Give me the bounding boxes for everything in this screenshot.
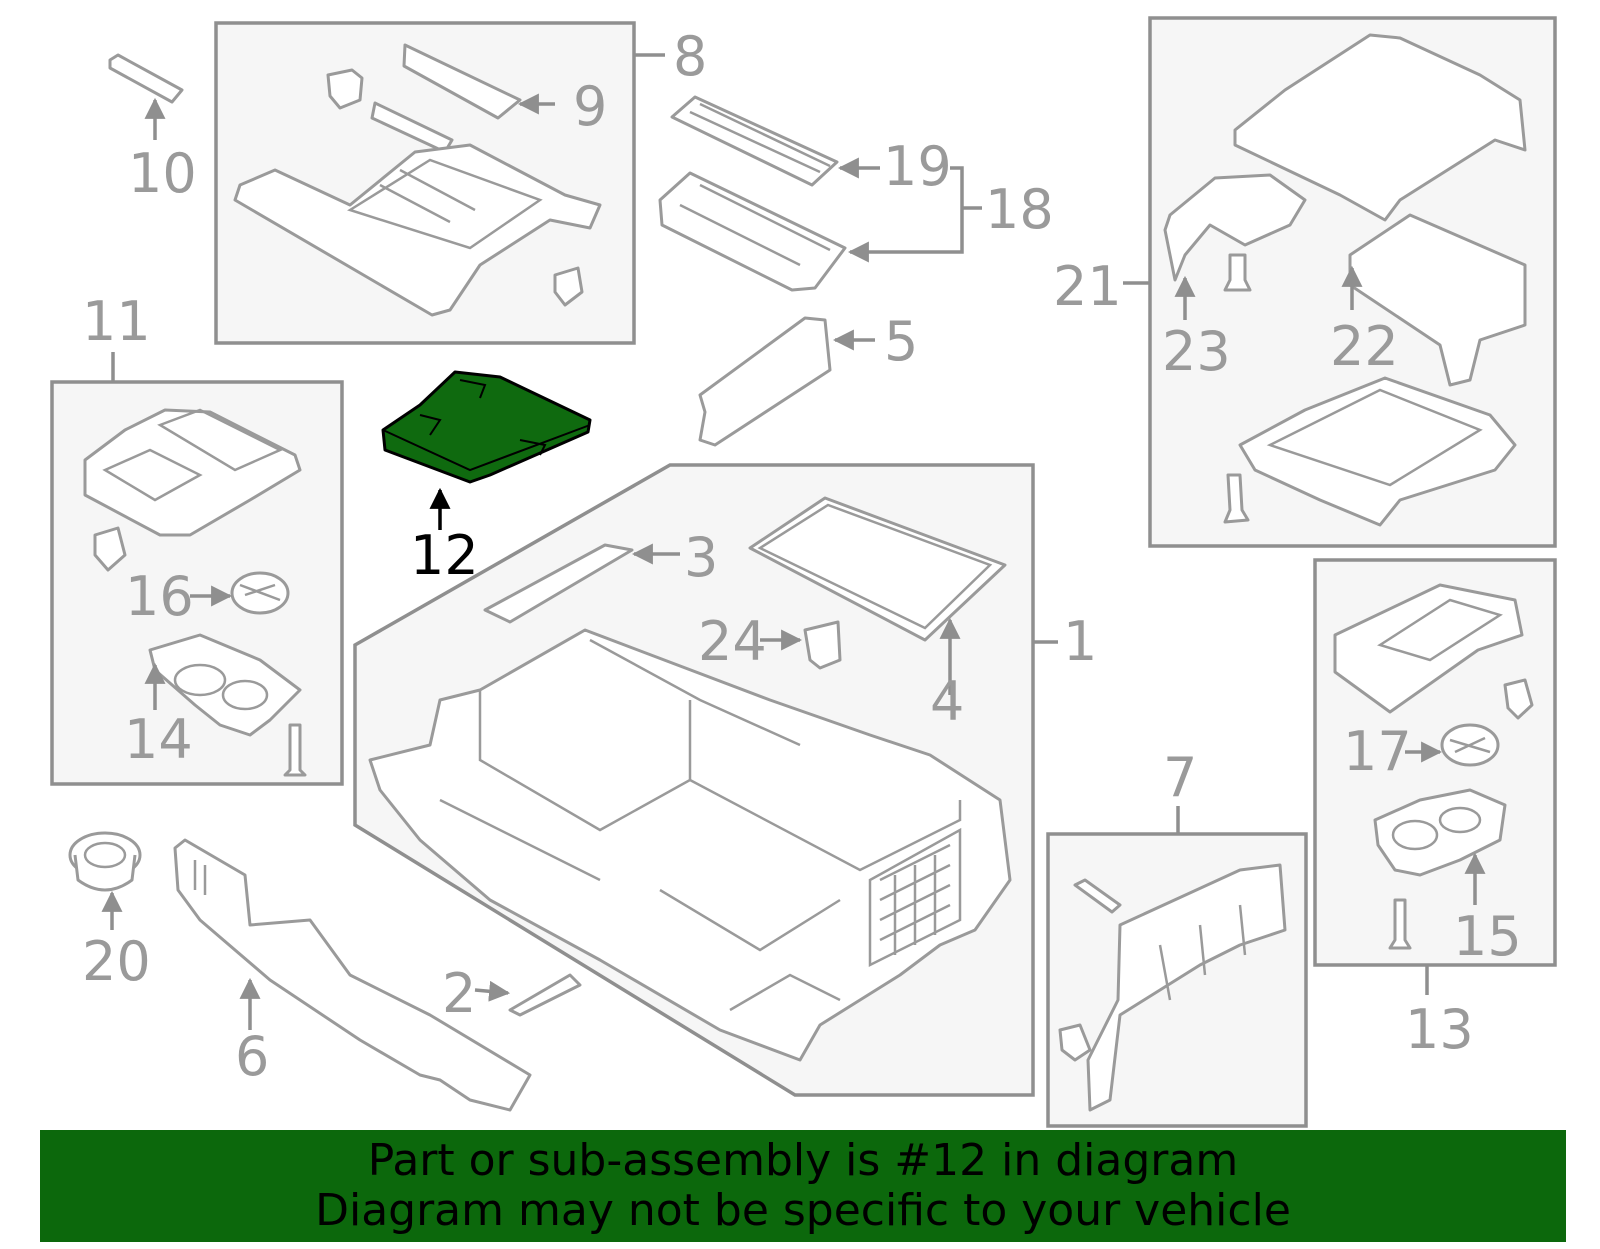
callout-4: 4	[930, 670, 964, 733]
part-7-bezel	[1086, 863, 1287, 1112]
clip-part	[1058, 1023, 1092, 1062]
banner-line-2: Diagram may not be specific to your vehi…	[315, 1185, 1291, 1236]
clip-part	[1503, 678, 1534, 720]
callout-19: 19	[883, 135, 952, 198]
screw-part	[1223, 473, 1250, 524]
part-12-highlighted	[381, 370, 592, 530]
callout-14: 14	[124, 708, 193, 771]
callout-7: 7	[1163, 746, 1197, 809]
clip-part	[326, 68, 364, 110]
cover-part	[1333, 583, 1524, 714]
callout-5: 5	[884, 310, 918, 373]
callout-9: 9	[573, 75, 607, 138]
part-23-bracket	[1163, 173, 1307, 282]
armrest-base-part	[1238, 376, 1517, 527]
callout-18: 18	[985, 178, 1054, 241]
callout-12: 12	[410, 524, 479, 587]
clip-part	[553, 266, 584, 307]
group-11-box	[50, 352, 344, 786]
screw-part	[1388, 898, 1412, 950]
callout-20: 20	[82, 930, 151, 993]
part-5-bracket	[698, 316, 875, 447]
callout-2: 2	[442, 962, 476, 1025]
info-banner: Part or sub-assembly is #12 in diagram D…	[40, 1130, 1566, 1242]
honeycomb-panel	[868, 827, 962, 968]
callout-13: 13	[1405, 998, 1474, 1061]
callout-8: 8	[673, 25, 707, 88]
screw-part	[1223, 253, 1252, 292]
screw-part	[283, 723, 307, 777]
part-22-hinge	[1348, 213, 1527, 387]
screw-part	[1073, 878, 1122, 914]
callout-1: 1	[1063, 610, 1097, 673]
clip-part	[93, 526, 127, 572]
part-18-bin	[658, 171, 847, 292]
callout-22: 22	[1330, 315, 1399, 378]
part-6-trim	[173, 838, 532, 1112]
callout-15: 15	[1453, 905, 1522, 968]
console-body-part	[368, 628, 1012, 1062]
armrest-lid-part	[1233, 33, 1527, 222]
part-19-liner	[670, 95, 839, 187]
part-10-clip	[108, 53, 184, 140]
group-7-box	[1046, 806, 1308, 1128]
group-21-box	[1123, 16, 1557, 548]
callout-23: 23	[1162, 320, 1231, 383]
part-2-clip	[474, 973, 582, 1017]
part-4-mat	[748, 496, 1007, 642]
callout-21: 21	[1053, 255, 1122, 318]
callout-11: 11	[82, 290, 151, 353]
callout-24: 24	[698, 610, 767, 673]
group-8-box	[214, 21, 665, 345]
part-9-strip	[402, 43, 522, 120]
group-13-box	[1313, 558, 1557, 995]
part-20-vent	[68, 831, 142, 930]
callout-labels: 1 2 3 4 5 6 7 8 9 10 11 12 13 14 15 16 1…	[82, 25, 1522, 1088]
callout-10: 10	[128, 142, 197, 205]
callout-16: 16	[125, 565, 194, 628]
group-1-box	[353, 463, 1058, 1097]
banner-line-1: Part or sub-assembly is #12 in diagram	[367, 1135, 1239, 1186]
callout-17: 17	[1343, 720, 1412, 783]
callout-3: 3	[684, 526, 718, 589]
part-24-clip	[803, 620, 842, 670]
callout-6: 6	[235, 1025, 269, 1088]
